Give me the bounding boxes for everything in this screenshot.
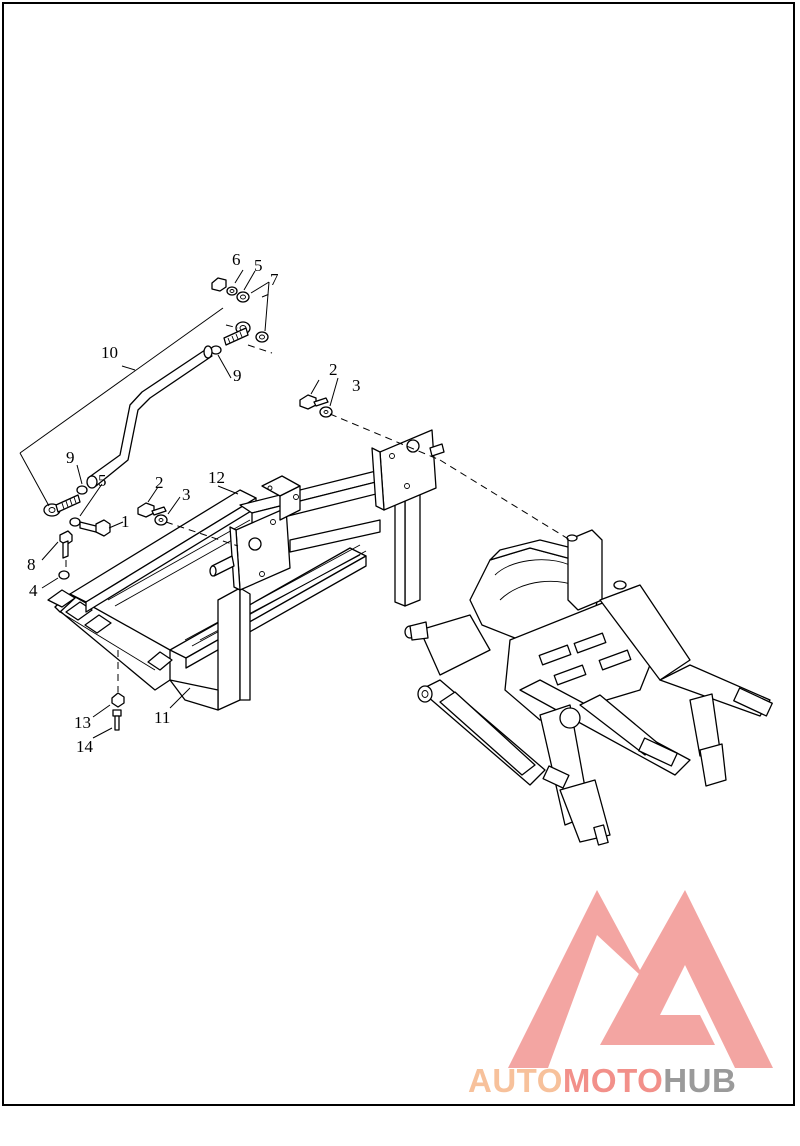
watermark-brand-text: AUTOMOTOHUB bbox=[468, 1062, 736, 1100]
watermark-moto: MOTO bbox=[562, 1062, 664, 1099]
hardware bbox=[43, 277, 333, 731]
frame-assembly bbox=[404, 529, 773, 846]
watermark-auto: AUTO bbox=[468, 1062, 563, 1099]
callout-12: 12 bbox=[208, 468, 225, 487]
callout-2: 2 bbox=[329, 360, 338, 379]
watermark-logo-icon bbox=[508, 890, 773, 1068]
callout-4: 4 bbox=[29, 581, 38, 600]
callout-numbers: 1 2 2 3 3 4 5 5 6 7 8 9 9 10 11 12 13 14 bbox=[27, 250, 361, 756]
callout-9: 9 bbox=[233, 366, 242, 385]
callout-8: 8 bbox=[27, 555, 36, 574]
callout-13: 13 bbox=[74, 713, 91, 732]
tie-rod bbox=[86, 345, 213, 489]
callout-1: 1 bbox=[121, 512, 130, 531]
watermark-hub: HUB bbox=[663, 1062, 737, 1099]
callout-3: 3 bbox=[182, 485, 191, 504]
callout-7: 7 bbox=[270, 270, 279, 289]
carrier-frame bbox=[47, 469, 421, 711]
callout-14: 14 bbox=[76, 737, 94, 756]
callout-2: 2 bbox=[155, 473, 164, 492]
bracket-plates bbox=[209, 429, 445, 591]
callout-5: 5 bbox=[98, 471, 107, 490]
callout-6: 6 bbox=[232, 250, 241, 269]
callout-11: 11 bbox=[154, 708, 170, 727]
page-border bbox=[2, 2, 795, 1106]
callout-9: 9 bbox=[66, 448, 75, 467]
callout-10: 10 bbox=[101, 343, 118, 362]
callout-5: 5 bbox=[254, 256, 263, 275]
callout-3: 3 bbox=[352, 376, 361, 395]
leader-lines bbox=[19, 269, 571, 739]
